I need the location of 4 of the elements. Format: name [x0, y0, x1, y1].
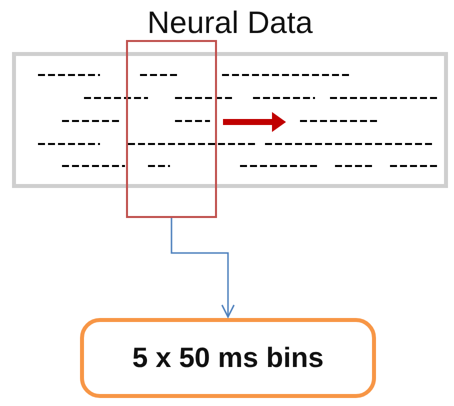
- result-box: 5 x 50 ms bins: [80, 318, 376, 398]
- arrow: [170, 218, 235, 319]
- sliding-window: [126, 40, 217, 218]
- panel-title: Neural Data: [147, 4, 313, 42]
